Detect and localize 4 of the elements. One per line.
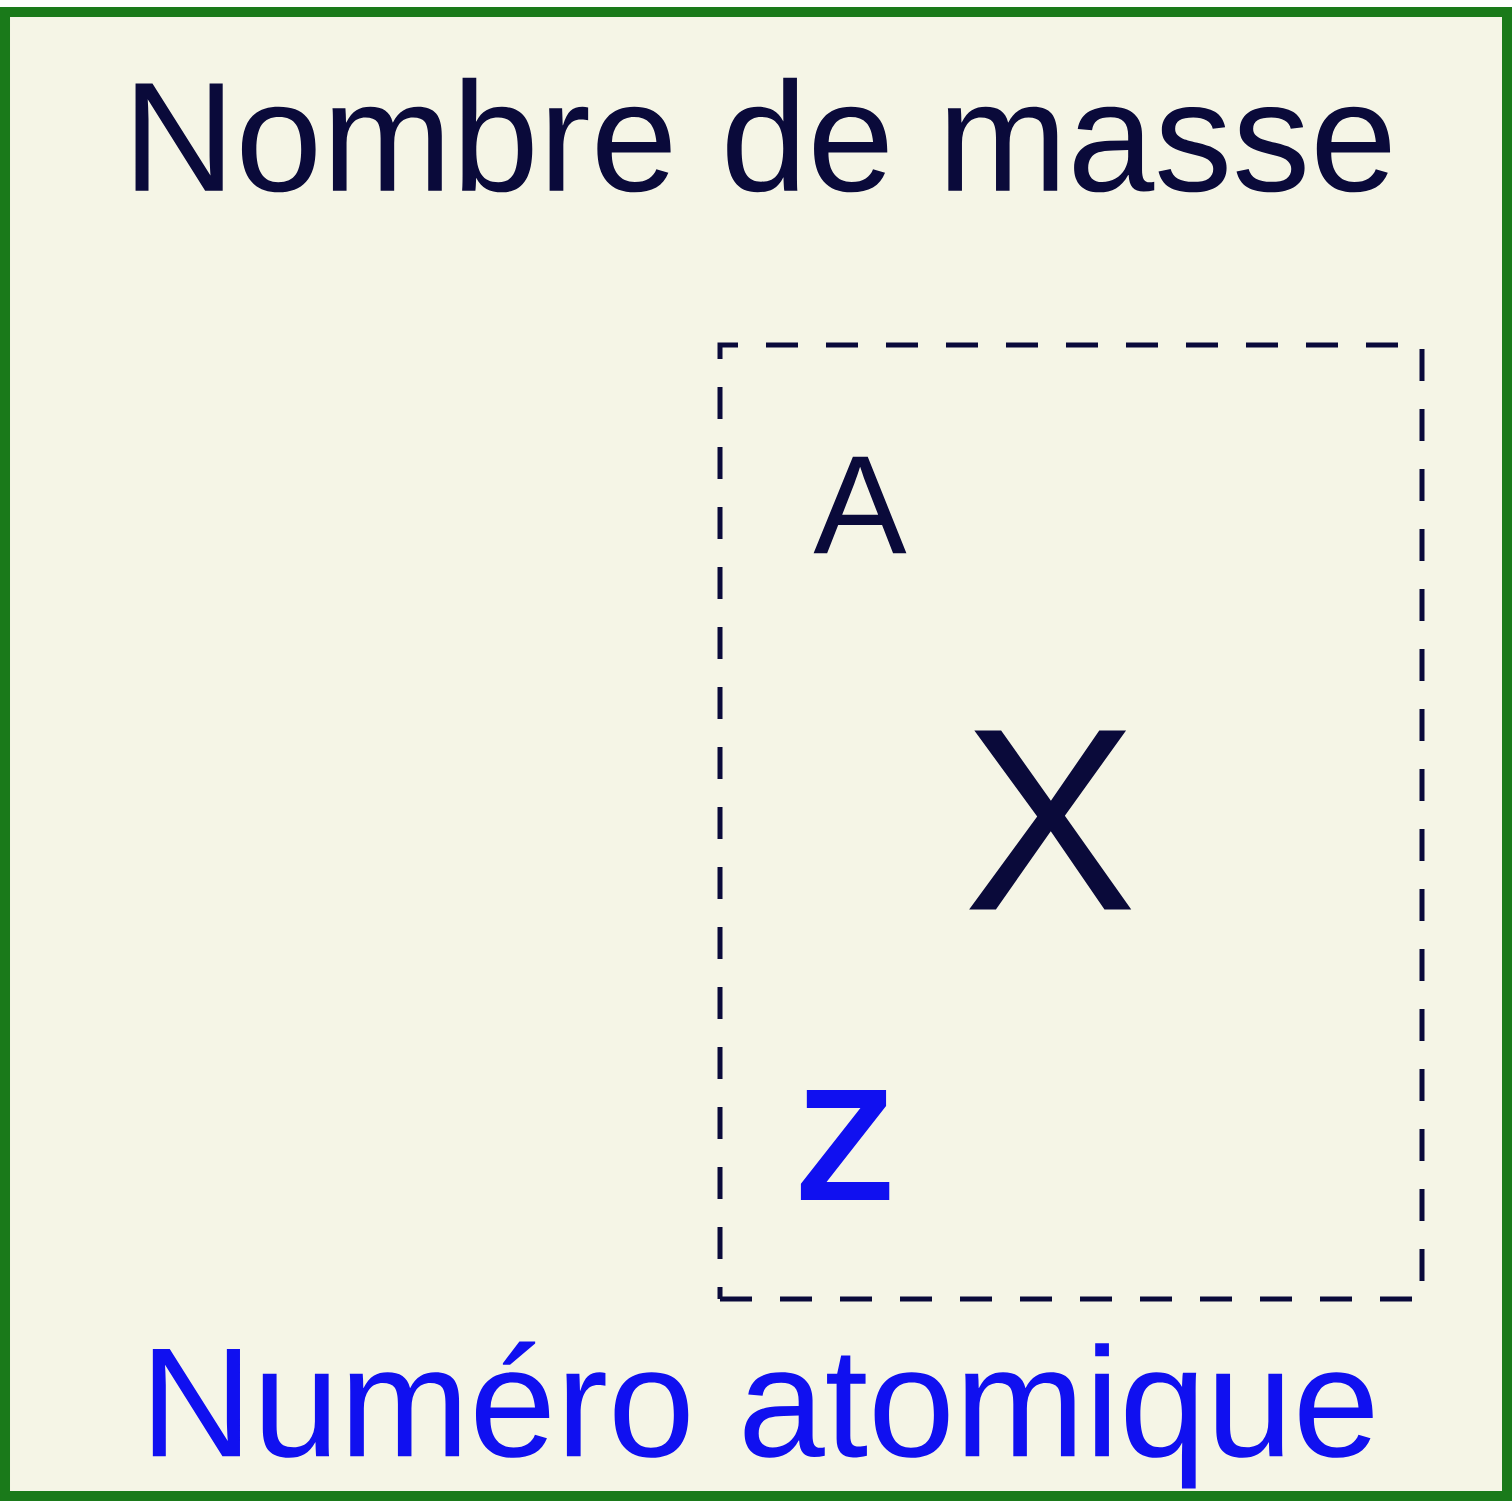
- element-symbol: X: [969, 730, 1132, 910]
- heading-text: Nombre de masse: [135, 77, 1391, 193]
- atomic-number: Z: [800, 1090, 890, 1201]
- mass-number: A: [813, 456, 907, 554]
